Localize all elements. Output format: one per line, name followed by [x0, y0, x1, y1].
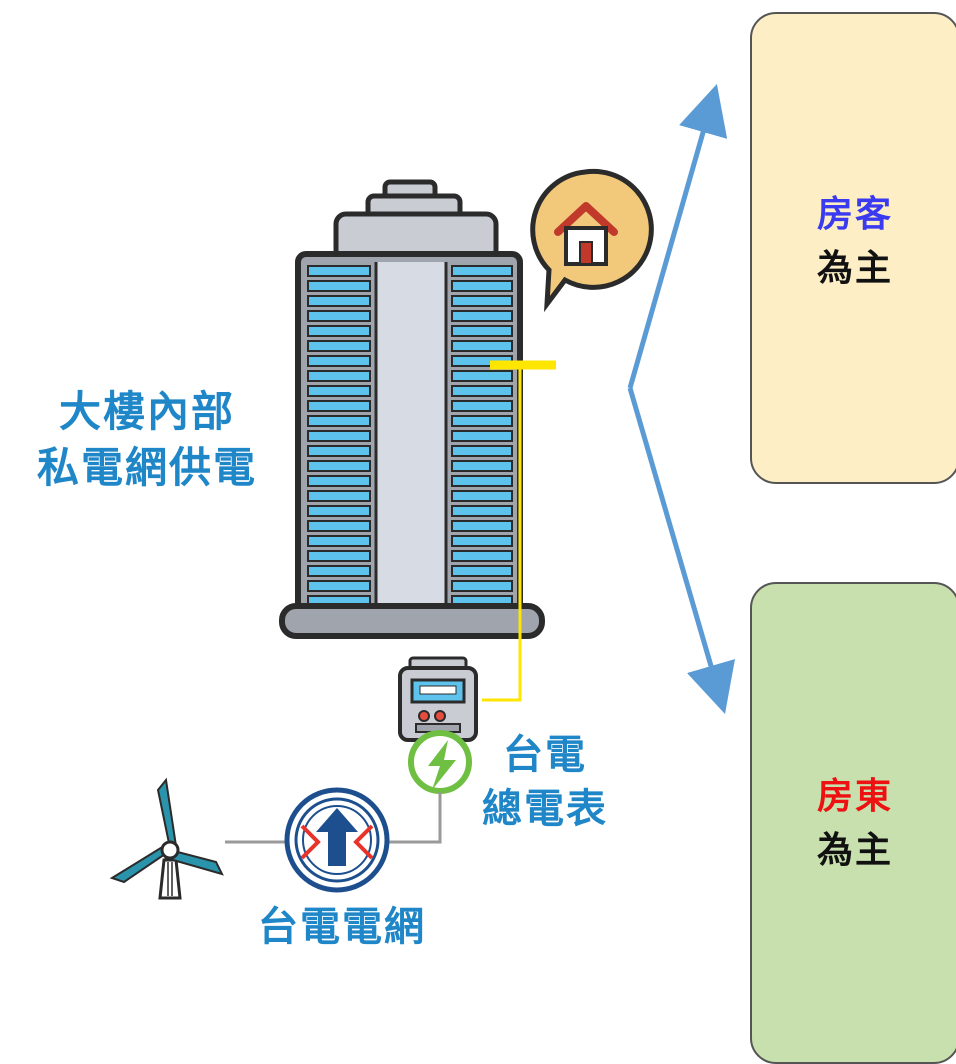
windows-right — [451, 265, 513, 607]
landlord-box-text: 房東 為主 — [750, 770, 956, 878]
building-supply-label: 大樓內部 私電網供電 — [12, 384, 282, 496]
building-supply-line1: 大樓內部 — [58, 387, 235, 436]
landlord-box — [750, 582, 956, 1064]
meter-label-line2: 總電表 — [482, 786, 608, 832]
meter-label: 台電 總電表 — [470, 728, 620, 836]
landlord-rest: 為主 — [816, 830, 893, 871]
building-supply-line2: 私電網供電 — [36, 443, 257, 492]
meter-label-line1: 台電 — [503, 732, 587, 778]
house-bubble-icon — [530, 168, 654, 313]
building-icon — [279, 179, 545, 639]
taipower-logo-icon — [284, 787, 390, 893]
tenant-rest: 為主 — [816, 248, 893, 289]
grid-wires — [225, 792, 442, 844]
windows-left — [307, 265, 371, 607]
arrow-to-tenant — [627, 83, 728, 389]
tenant-highlight: 房客 — [816, 194, 893, 235]
grid-label: 台電電網 — [258, 904, 426, 950]
branch-arrows — [627, 83, 736, 715]
private-grid-wire — [482, 360, 556, 702]
power-bolt-icon — [408, 730, 472, 794]
tenant-box — [750, 12, 956, 484]
arrow-to-landlord — [627, 387, 736, 715]
landlord-highlight: 房東 — [816, 776, 893, 817]
tenant-box-text: 房客 為主 — [750, 188, 956, 296]
wind-turbine-icon — [109, 777, 224, 900]
